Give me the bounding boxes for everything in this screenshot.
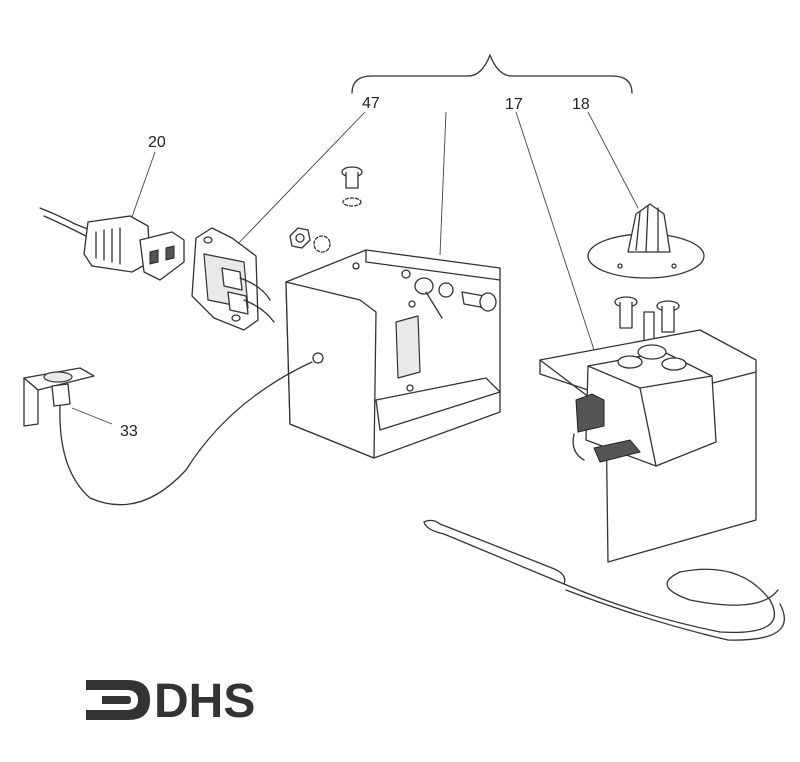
callout-47: 47	[362, 95, 380, 112]
callout-17: 17	[505, 96, 523, 113]
leader-lines	[71, 111, 639, 425]
callout-33: 33	[120, 423, 138, 440]
power-plug-icon	[39, 207, 185, 281]
nut-icon	[289, 227, 331, 253]
power-socket-icon	[191, 227, 275, 331]
dhs-logo-icon	[86, 680, 150, 720]
indicator-lamp-icon	[23, 361, 313, 506]
thermostat-icon	[539, 329, 757, 563]
logo-text: DHS	[154, 675, 255, 728]
knob-icon	[587, 203, 705, 279]
callout-18: 18	[572, 96, 590, 113]
screw-icon	[341, 166, 363, 207]
thermostat-screws	[614, 296, 680, 345]
group-brace	[351, 54, 633, 94]
capillary-bulb-icon	[423, 519, 785, 641]
bracket-housing	[285, 249, 501, 459]
callout-20: 20	[148, 134, 166, 151]
